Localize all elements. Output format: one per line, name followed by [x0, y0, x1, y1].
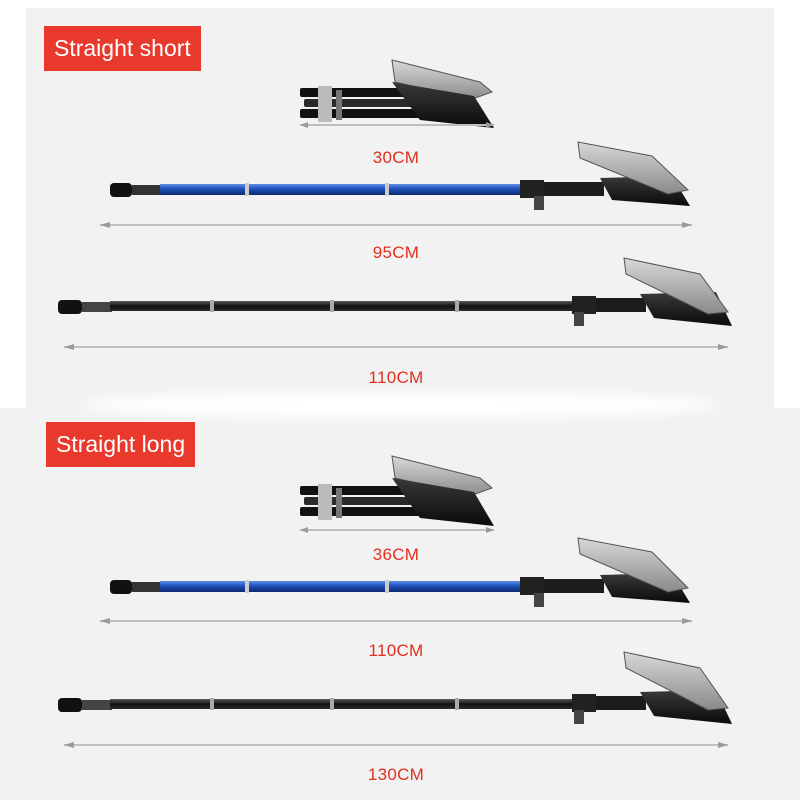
blue-pole-medium-long [100, 537, 692, 624]
length-label-long-medium: 110CM [368, 641, 424, 660]
section-label-straight-long: Straight long [46, 422, 196, 467]
length-label-long-folded: 36CM [372, 545, 420, 564]
folded-pole-long [300, 455, 494, 533]
folded-pole-short [300, 59, 494, 128]
length-label-long-long: 130CM [367, 765, 425, 784]
length-label-short-folded: 30CM [372, 148, 420, 167]
section-label-straight-short: Straight short [44, 26, 201, 71]
length-label-short-long: 110CM [368, 368, 424, 387]
length-label-short-medium: 95CM [372, 243, 420, 262]
black-pole-long [58, 257, 732, 350]
section-divider [80, 392, 720, 418]
blue-pole-medium [100, 141, 692, 228]
black-pole-extra-long [58, 651, 732, 748]
